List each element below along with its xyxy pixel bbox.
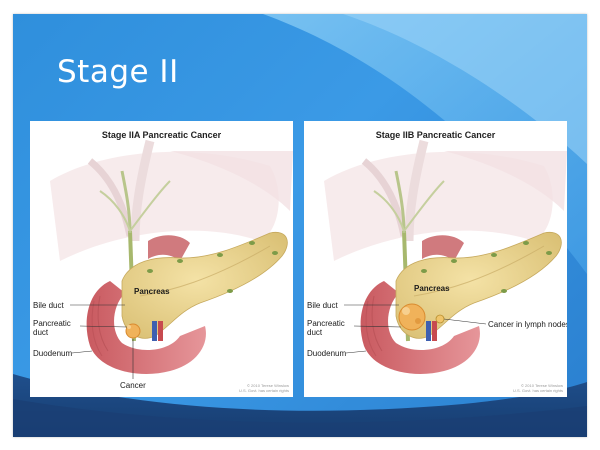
panel-title: Stage IIB Pancreatic Cancer (375, 130, 496, 140)
label-pancreas: Pancreas (134, 287, 170, 296)
label-pancreatic-duct-line-1: Pancreatic (33, 319, 71, 328)
label-pancreas: Pancreas (414, 284, 450, 293)
stage-iia-illustration: Stage IIA Pancreatic Cancer Pancreas Bil… (30, 121, 293, 397)
label-cancer: Cancer (120, 381, 146, 390)
pancreas-anatomy-illustration (50, 139, 293, 379)
copyright-line-1: © 2010 Terese Winslow (520, 383, 563, 388)
label-bile-duct: Bile duct (307, 301, 338, 310)
stage-iib-illustration: Stage IIB Pancreatic Cancer Pancreas Bil… (304, 121, 567, 397)
label-pancreatic-duct-line-1: Pancreatic (307, 319, 345, 328)
label-pancreatic-duct-line-2: duct (33, 328, 49, 337)
copyright-line-1: © 2010 Terese Winslow (246, 383, 289, 388)
slide-title: Stage II (57, 54, 179, 90)
presentation-slide: Stage II (13, 14, 587, 437)
panel-title: Stage IIA Pancreatic Cancer (101, 130, 222, 140)
slide-background-swoosh (13, 14, 587, 437)
label-duodenum: Duodenum (33, 349, 73, 358)
pancreas-anatomy-illustration (324, 139, 567, 374)
label-cancer-in-lymph-nodes: Cancer in lymph nodes (488, 320, 567, 329)
copyright-line-2: U.S. Govt. has certain rights (512, 388, 563, 393)
label-pancreatic-duct-line-2: duct (307, 328, 323, 337)
label-duodenum: Duodenum (307, 349, 347, 358)
copyright-line-2: U.S. Govt. has certain rights (238, 388, 289, 393)
label-bile-duct: Bile duct (33, 301, 64, 310)
